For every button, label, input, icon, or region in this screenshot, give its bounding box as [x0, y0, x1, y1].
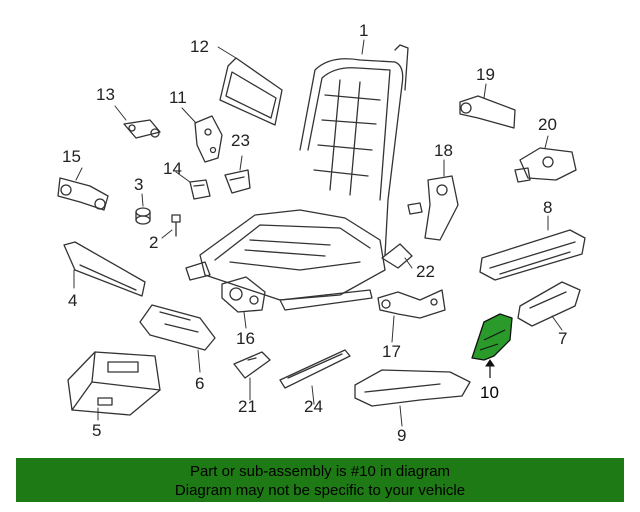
- callout-4: 4: [68, 291, 78, 310]
- callout-11: 11: [169, 88, 187, 107]
- part-9-side-cover: [354, 369, 471, 407]
- callout-6: 6: [195, 374, 205, 393]
- callout-14: 14: [163, 159, 182, 178]
- callout-15: 15: [62, 147, 81, 166]
- part-8-track: [479, 229, 586, 281]
- callout-13: 13: [96, 85, 115, 104]
- callout-1: 1: [359, 21, 369, 40]
- callout-10-highlighted: 10: [480, 383, 499, 402]
- callout-7: 7: [558, 329, 568, 348]
- banner-line-1: Part or sub-assembly is #10 in diagram: [189, 463, 451, 480]
- callout-23: 23: [231, 131, 250, 150]
- part-12-pad: [219, 57, 283, 126]
- part-24-rail: [279, 349, 351, 389]
- part-7-switch: [517, 281, 581, 327]
- callout-19: 19: [476, 65, 495, 84]
- part-4-trim: [63, 241, 146, 297]
- part-18-motor: [407, 175, 459, 241]
- part-5-housing: [67, 351, 161, 416]
- part-21-bracket: [233, 351, 271, 379]
- callout-5: 5: [92, 421, 102, 440]
- part-3-nut: [135, 207, 151, 225]
- part-19-motor: [459, 95, 516, 129]
- callout-16: 16: [236, 329, 255, 348]
- part-1-seat-frame: [185, 44, 409, 311]
- part-13-switch: [123, 119, 161, 139]
- callout-12: 12: [190, 37, 209, 56]
- part-10-highlighted: [471, 313, 513, 378]
- part-15-motor: [57, 177, 109, 211]
- part-14-clip: [189, 179, 211, 200]
- part-20-gear-motor: [514, 147, 577, 183]
- part-2-bolt: [171, 214, 181, 237]
- callout-18: 18: [434, 141, 453, 160]
- info-banner: Part or sub-assembly is #10 in diagram D…: [16, 458, 624, 502]
- part-23-bracket: [224, 169, 251, 194]
- part-6-cover: [139, 304, 216, 351]
- callout-8: 8: [543, 198, 553, 217]
- callout-21: 21: [238, 397, 257, 416]
- banner-line-2: Diagram may not be specific to your vehi…: [174, 482, 466, 499]
- part-17-bracket: [377, 289, 446, 319]
- callout-17: 17: [382, 342, 401, 361]
- parts-diagram: [57, 39, 586, 427]
- callout-9: 9: [397, 426, 407, 445]
- part-22-bracket: [381, 243, 413, 269]
- part-16-motor: [221, 276, 266, 313]
- callout-24: 24: [304, 397, 323, 416]
- callout-2: 2: [149, 233, 159, 252]
- part-11-bracket: [194, 115, 223, 163]
- callout-3: 3: [134, 175, 144, 194]
- callout-20: 20: [538, 115, 557, 134]
- leader-lines: [73, 39, 563, 427]
- callout-22: 22: [416, 262, 435, 281]
